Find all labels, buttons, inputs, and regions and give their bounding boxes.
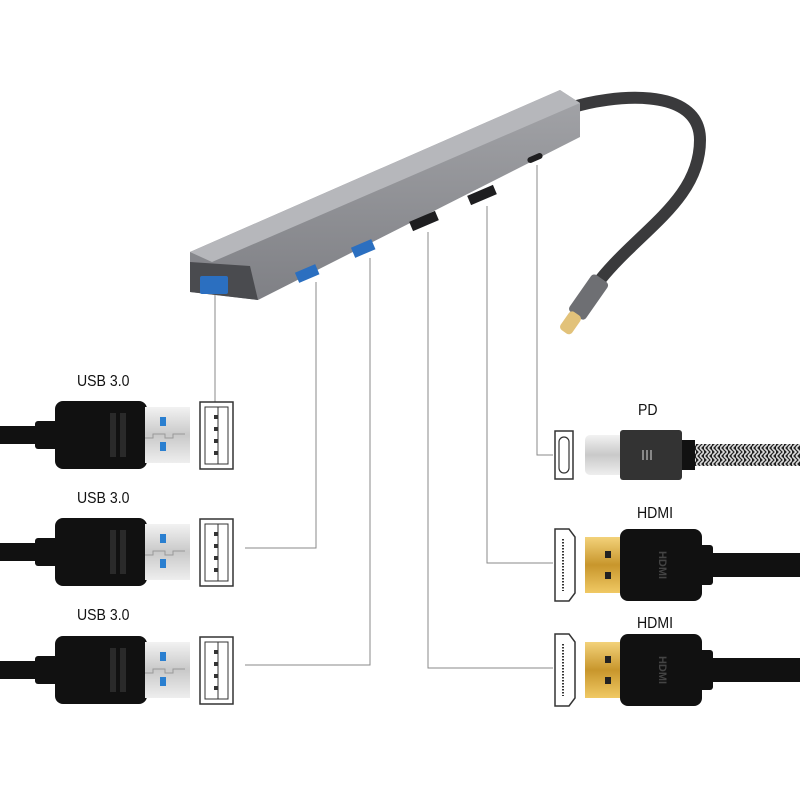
hdmi-socket-icon: [554, 528, 576, 602]
usb-a-socket-icon: [199, 518, 234, 587]
hdmi-port-2: [467, 184, 497, 206]
leader-lines: [214, 165, 553, 669]
label-usb-3-0-3: USB 3.0: [77, 607, 130, 624]
usb-a-plug: [0, 636, 190, 704]
hdmi-logo: HDMI: [656, 656, 668, 684]
label-hdmi-1: HDMI: [637, 505, 673, 522]
label-usb-3-0-1: USB 3.0: [77, 373, 130, 390]
hdmi-plug: HDMI: [585, 529, 800, 601]
hdmi-plug: HDMI: [585, 634, 800, 706]
usb-a-plug: [0, 401, 190, 469]
usb-port-3: [350, 239, 376, 258]
label-usb-3-0-2: USB 3.0: [77, 490, 130, 507]
label-pd: PD: [638, 402, 658, 419]
usb-c-pd-plug: [585, 430, 800, 480]
hdmi-socket-icon: [554, 633, 576, 707]
usb-a-socket-icon: [199, 636, 234, 705]
usb-hub: [190, 90, 580, 300]
label-hdmi-2: HDMI: [637, 615, 673, 632]
usb-a-plug: [0, 518, 190, 586]
hdmi-logo: HDMI: [656, 551, 668, 579]
usb-a-socket-icon: [199, 401, 234, 470]
usb-c-cable: [560, 91, 707, 335]
usb-c-socket-icon: [554, 430, 574, 480]
usb-port-2: [294, 264, 320, 283]
usb-port-1: [200, 276, 228, 294]
hdmi-port-1: [409, 210, 439, 232]
usb-c-port: [527, 153, 543, 163]
usb-c-connector: [560, 274, 609, 335]
